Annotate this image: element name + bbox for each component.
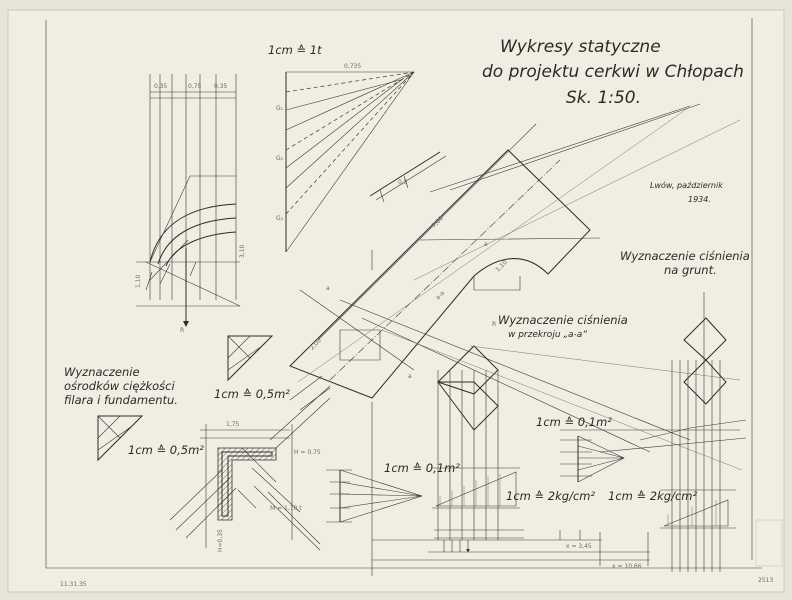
pressure-ground-1: Wyznaczenie ciśnienia — [620, 249, 750, 263]
svg-text:x = 10,66: x = 10,66 — [612, 563, 642, 570]
section-pressure-diagram: Wyznaczenie ciśnienia w przekroju „a-a” … — [384, 313, 628, 552]
svg-text:M = 1,70 t: M = 1,70 t — [270, 505, 302, 512]
svg-text:R: R — [180, 327, 184, 334]
svg-text:3,10: 3,10 — [239, 244, 246, 258]
small-force-line: 0,5 — [369, 151, 447, 203]
title-scale: Sk. 1:50. — [566, 88, 641, 108]
archive-stamp: 2513 11.31.35 — [60, 519, 783, 588]
foundation-section: 1,75 H = 0,75 M = 1,70 t H=0,35 — [169, 385, 331, 552]
svg-text:H=0,35: H=0,35 — [217, 529, 224, 552]
svg-text:x = 3,45: x = 3,45 — [566, 543, 592, 550]
force-scale-label: 1cm ≙ 1t — [268, 43, 322, 57]
signature-year: 1934. — [688, 195, 711, 204]
ground-pressure-diagram: Wyznaczenie ciśnienia na grunt. 1cm ≙ 2k… — [560, 249, 750, 572]
svg-text:H = 0,75: H = 0,75 — [294, 449, 321, 456]
signature-place-date: Lwów, październik — [650, 180, 723, 190]
corner-code: 2513 — [758, 577, 773, 584]
pier-force-diagram: R 0,35 0,75 0,35 1,10 3,10 — [135, 74, 246, 334]
area-scale-a: 1cm ≙ 0,5m² — [214, 387, 290, 401]
svg-text:a-a: a-a — [434, 290, 446, 302]
pressure-ground-2: na grunt. — [664, 263, 717, 277]
title-block: Wykresy statyczne do projektu cerkwi w C… — [482, 37, 744, 108]
title-line-1: Wykresy statyczne — [500, 37, 661, 57]
drawing-border — [45, 18, 762, 569]
svg-text:0,735: 0,735 — [344, 63, 361, 70]
pressure-section-1: Wyznaczenie ciśnienia — [498, 313, 628, 327]
stress-scale-a: 1cm ≙ 2kg/cm² — [506, 489, 595, 503]
svg-text:G₁: G₁ — [276, 105, 284, 112]
svg-text:0,35: 0,35 — [214, 83, 228, 90]
svg-text:a: a — [326, 285, 330, 292]
small-force-polygon — [326, 469, 423, 523]
svg-text:0,5: 0,5 — [398, 179, 408, 186]
area-scale-c: 1cm ≙ 0,1m² — [384, 461, 460, 475]
centroid-heading-2: ośrodków ciężkości — [64, 379, 175, 393]
base-dimensions: x = 3,45 x = 10,66 — [372, 530, 650, 570]
stamp-line: 11.31.35 — [60, 581, 87, 588]
centroid-section: Wyznaczenie ośrodków ciężkości filara i … — [64, 335, 290, 462]
construction-rays — [297, 107, 743, 471]
pressure-section-2: w przekroju „a-a” — [508, 330, 587, 340]
svg-text:0,75: 0,75 — [188, 83, 202, 90]
tracing-paper — [7, 9, 785, 593]
area-scale-d: 1cm ≙ 0,1m² — [536, 415, 612, 429]
svg-text:1,10: 1,10 — [135, 274, 142, 288]
svg-text:G₂: G₂ — [276, 155, 284, 162]
area-scale-b: 1cm ≙ 0,5m² — [128, 443, 204, 457]
svg-text:G₃: G₃ — [276, 215, 284, 222]
svg-text:1,75: 1,75 — [226, 421, 240, 428]
svg-text:0,35: 0,35 — [154, 83, 168, 90]
centroid-heading-1: Wyznaczenie — [64, 365, 140, 379]
signature-note: Lwów, październik 1934. — [650, 180, 723, 204]
stress-scale-b: 1cm ≙ 2kg/cm² — [608, 489, 697, 503]
title-line-2: do projektu cerkwi w Chłopach — [482, 62, 744, 82]
centroid-heading-3: filara i fundamentu. — [64, 393, 178, 407]
svg-text:a: a — [408, 373, 412, 380]
force-polygon: 1cm ≙ 1t 0,735 G₁ G₂ G₃ — [268, 43, 415, 253]
svg-text:R: R — [492, 321, 496, 328]
